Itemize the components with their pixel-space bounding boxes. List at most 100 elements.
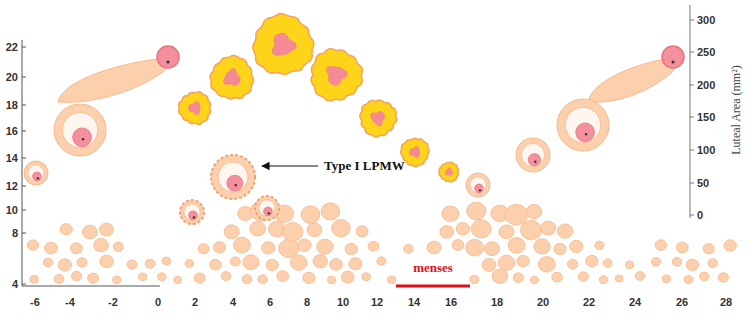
antral-follicle	[686, 259, 698, 270]
axis-tick-label: 150	[697, 111, 715, 123]
antrum	[184, 204, 200, 220]
oocyte	[576, 123, 595, 142]
ovum	[157, 46, 179, 68]
antrum	[521, 143, 544, 166]
oocyte	[264, 207, 273, 216]
antral-follicle	[243, 255, 259, 270]
antral-follicle	[651, 258, 660, 267]
axis-tick-label: 20	[537, 296, 549, 308]
axis-tick-label: 14	[6, 152, 18, 164]
antral-follicle	[328, 276, 336, 283]
antrum	[218, 162, 248, 192]
antral-follicle	[45, 242, 58, 254]
antral-follicle	[470, 275, 479, 283]
antral-follicle	[94, 238, 109, 251]
antral-follicle	[505, 204, 528, 225]
antral-follicle	[724, 240, 736, 251]
antral-follicle	[345, 243, 357, 254]
axis-tick-label: 100	[697, 144, 715, 156]
phase-label: menses	[411, 261, 455, 275]
luteal-tissue	[179, 92, 211, 124]
antral-follicle	[70, 243, 82, 254]
axis-title: Luteal Area (mm²)	[730, 65, 743, 155]
corpus-luteum	[360, 100, 397, 137]
antral-follicle	[513, 273, 523, 283]
callout-label: Type I LPMW	[324, 159, 405, 173]
axis-tick-label: 0	[697, 209, 703, 221]
axis-tick-label: -2	[108, 296, 118, 308]
antral-follicle	[625, 261, 634, 269]
antral-follicle	[43, 258, 52, 267]
lpmw-follicle	[211, 155, 255, 199]
antral-follicle	[341, 271, 354, 283]
dominant-follicle	[516, 138, 550, 172]
antral-follicle	[557, 224, 573, 238]
antral-follicle	[60, 224, 72, 235]
antral-follicle	[517, 255, 529, 266]
luteal-tissue	[439, 162, 458, 181]
antral-follicle	[230, 257, 240, 266]
antral-follicle	[520, 220, 541, 239]
dominant-follicle	[466, 173, 490, 197]
oocyte-nucleus	[534, 161, 536, 163]
antral-follicle	[368, 241, 379, 251]
antral-follicle	[307, 223, 322, 237]
antral-follicle	[672, 257, 681, 266]
right-axis	[690, 5, 691, 218]
antral-follicle	[508, 238, 525, 254]
luteal-core	[189, 101, 200, 114]
antral-follicle	[277, 271, 289, 282]
antral-follicle	[194, 273, 205, 283]
antral-follicle	[466, 239, 484, 256]
axis-tick-label: 18	[491, 296, 503, 308]
antral-follicle	[404, 244, 413, 253]
follicle-wall	[180, 200, 204, 224]
antral-follicle	[283, 223, 303, 242]
follicle-wall	[24, 161, 48, 185]
antral-follicle	[127, 260, 137, 269]
antral-follicle	[82, 225, 97, 239]
luteal-tissue	[210, 56, 253, 99]
axis-tick-label: 4	[12, 278, 18, 290]
antral-follicle	[139, 273, 147, 281]
axes	[22, 5, 690, 286]
base-line	[22, 286, 160, 287]
axis-tick-label: -6	[30, 296, 40, 308]
antral-follicle	[71, 271, 81, 280]
antrum	[62, 112, 97, 147]
axis-tick-label: 6	[267, 296, 273, 308]
axis-tick-label: 250	[697, 46, 715, 58]
axis-tick-label: 28	[720, 296, 732, 308]
ruptured-follicle	[58, 59, 166, 102]
tick-mark	[690, 183, 694, 184]
axis-tick-label: 26	[676, 296, 688, 308]
luteal-core	[224, 69, 241, 86]
antral-follicle	[262, 242, 275, 254]
axis-tick-label: 200	[697, 79, 715, 91]
antral-follicle	[266, 259, 278, 270]
antral-follicle	[655, 240, 666, 250]
antral-follicle	[662, 275, 670, 283]
follicle-wall	[54, 104, 106, 156]
antral-follicle	[635, 272, 645, 281]
antral-follicle	[708, 259, 718, 268]
tick-mark	[22, 284, 26, 285]
tick-mark	[22, 105, 26, 106]
ovum	[662, 46, 684, 68]
antral-follicle	[233, 237, 250, 253]
antral-follicle	[676, 242, 688, 253]
antrum	[259, 200, 275, 216]
antral-follicle	[586, 255, 598, 266]
tick-mark	[690, 52, 694, 53]
ticks	[22, 20, 694, 284]
oocyte-nucleus	[82, 138, 84, 140]
axis-tick-label: 22	[6, 41, 18, 53]
antral-follicle	[30, 275, 38, 283]
antral-follicle	[58, 259, 71, 271]
axis-tick-label: 2	[192, 296, 198, 308]
corpus-luteum	[439, 162, 458, 181]
antral-follicle	[552, 272, 563, 282]
antral-follicle	[595, 241, 604, 249]
luteal-tissue	[311, 49, 362, 101]
